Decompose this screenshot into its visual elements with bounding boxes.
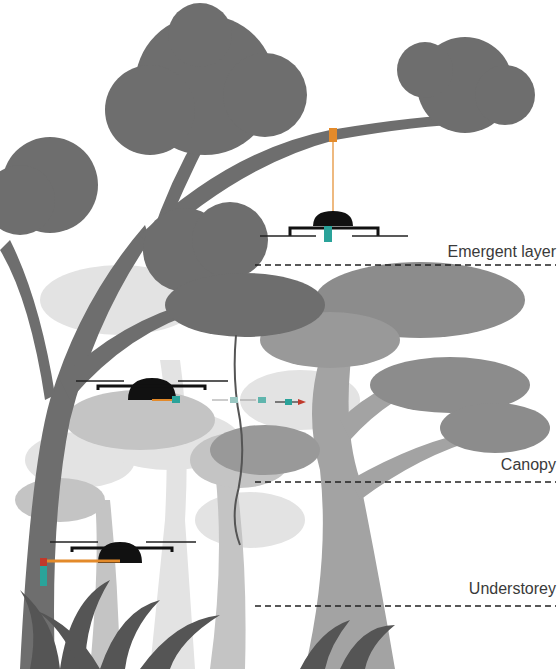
- emergent-trunk: [0, 225, 150, 669]
- emergent-crown: [165, 273, 325, 337]
- branch-clamp: [329, 128, 337, 142]
- dart-ghost: [258, 397, 266, 403]
- fern: [340, 625, 395, 669]
- layer-label: Understorey: [469, 580, 556, 598]
- dart: [172, 396, 180, 403]
- background-crown: [195, 492, 305, 548]
- rotor: [76, 380, 124, 382]
- dart-drone: [76, 378, 306, 405]
- emergent-crown: [105, 65, 195, 155]
- rotor: [352, 235, 408, 237]
- emergent-branch: [0, 240, 55, 400]
- emergent-crown: [168, 3, 232, 67]
- trail-line: [240, 400, 256, 401]
- sampler: [324, 226, 332, 242]
- drone-body: [313, 211, 353, 226]
- dart: [285, 399, 292, 405]
- fern: [20, 590, 60, 669]
- drone-body: [128, 378, 176, 400]
- layer-label: Emergent layer: [448, 243, 557, 261]
- fern: [35, 610, 100, 669]
- tether: [332, 142, 333, 214]
- drone-arm: [290, 228, 378, 236]
- emergent-crown: [397, 42, 453, 98]
- rotor: [178, 380, 228, 382]
- sample-pad: [40, 566, 47, 586]
- layer-lines: [255, 265, 556, 606]
- emergent-crown: [223, 53, 307, 137]
- floor-plants: [20, 580, 395, 669]
- arm-drone: [40, 542, 196, 586]
- midground-trunk: [210, 470, 246, 669]
- rotor: [50, 541, 98, 543]
- trail-line: [212, 400, 228, 401]
- canopy-crown: [440, 403, 550, 453]
- drone-arm: [72, 548, 172, 552]
- layer-label: Canopy: [501, 456, 556, 474]
- dart-tip: [298, 399, 306, 405]
- dart-ghost: [230, 397, 238, 403]
- emergent-crown: [0, 165, 55, 235]
- emergent-tree: [0, 3, 535, 669]
- emergent-crown: [475, 65, 535, 125]
- layer-boundary: [255, 605, 556, 606]
- fern: [140, 615, 220, 669]
- hanging-vine: [235, 335, 243, 545]
- sampling-arm: [44, 560, 120, 563]
- rotor: [146, 541, 196, 543]
- fern: [300, 620, 350, 669]
- layer-boundary: [255, 264, 556, 265]
- rotor: [260, 235, 316, 237]
- hanging-drone: [260, 128, 408, 242]
- layer-boundary: [255, 481, 556, 482]
- canopy-crown: [210, 425, 320, 475]
- drone-arm: [98, 386, 205, 390]
- emergent-crown: [192, 202, 268, 278]
